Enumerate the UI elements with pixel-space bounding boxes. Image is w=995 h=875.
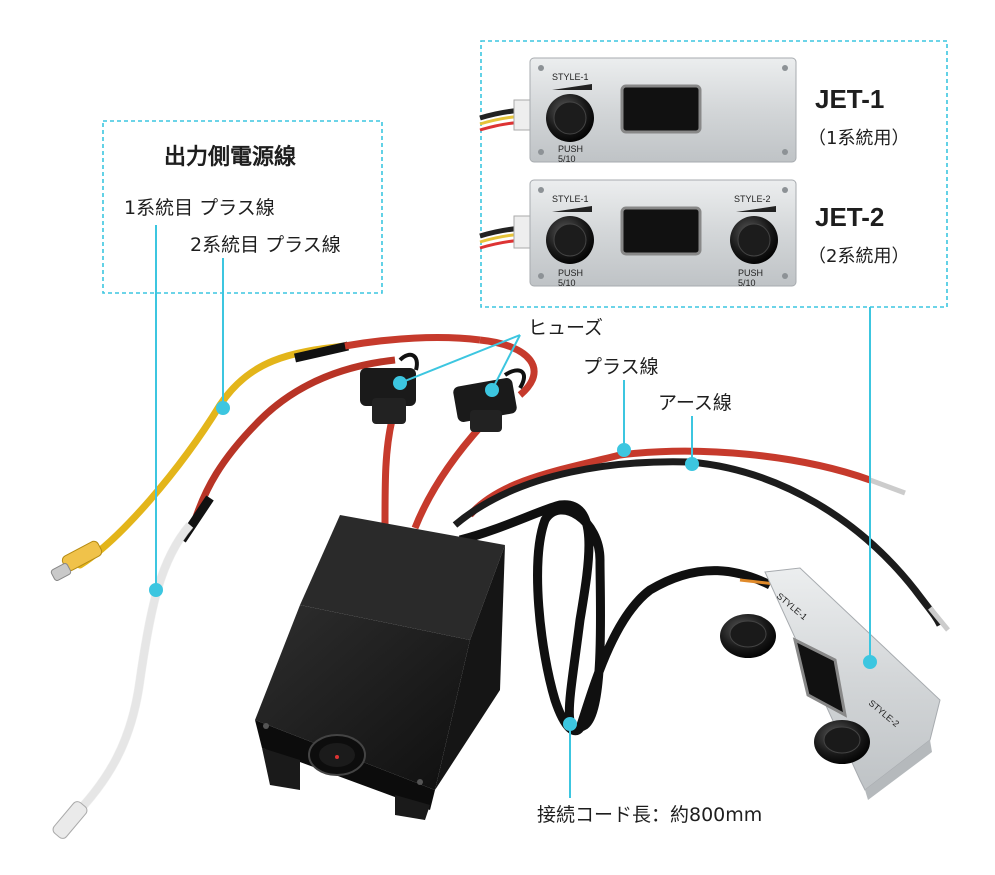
controller-cord: [458, 500, 773, 736]
leader-lines: [149, 225, 877, 798]
output-wire-title: 出力側電源線: [164, 145, 297, 170]
white-output-wire: [67, 522, 194, 823]
cord-length-label: 接続コード長：約800mm: [537, 804, 763, 826]
control-box: [255, 515, 505, 820]
svg-text:PUSH: PUSH: [558, 144, 583, 154]
ground-wire-label: アース線: [658, 392, 732, 414]
jet2-name: JET-2: [815, 202, 885, 232]
ground-wire: [452, 458, 944, 627]
plus-wire-label: プラス線: [583, 356, 659, 378]
jet1-desc: （1系統用）: [808, 128, 910, 149]
yellow-output-wire: [76, 342, 349, 569]
output-wire-callout-box: [102, 120, 383, 294]
jet2-controller-photo: STYLE-1 STYLE-2: [720, 567, 941, 800]
svg-text:PUSH: PUSH: [558, 268, 583, 278]
svg-text:STYLE-1: STYLE-1: [552, 72, 589, 82]
jet2-panel: STYLE-1 STYLE-2 PUSH 5/10 PUSH 5/10: [479, 179, 797, 288]
svg-text:5/10: 5/10: [558, 278, 576, 288]
jet1-panel: STYLE-1 PUSH 5/10: [479, 57, 797, 164]
controller-callout-box: [480, 40, 948, 308]
svg-text:5/10: 5/10: [558, 154, 576, 164]
jet2-desc: （2系統用）: [808, 246, 910, 267]
svg-text:PUSH: PUSH: [738, 268, 763, 278]
svg-text:STYLE-1: STYLE-1: [552, 194, 589, 204]
fuse-holder-2: [453, 368, 526, 432]
svg-text:STYLE-2: STYLE-2: [734, 194, 771, 204]
line1-label: 1系統目 プラス線: [124, 197, 275, 219]
line2-label: 2系統目 プラス線: [190, 234, 341, 256]
svg-text:5/10: 5/10: [738, 278, 756, 288]
fuse-label: ヒューズ: [528, 317, 604, 339]
jet1-name: JET-1: [815, 84, 885, 114]
